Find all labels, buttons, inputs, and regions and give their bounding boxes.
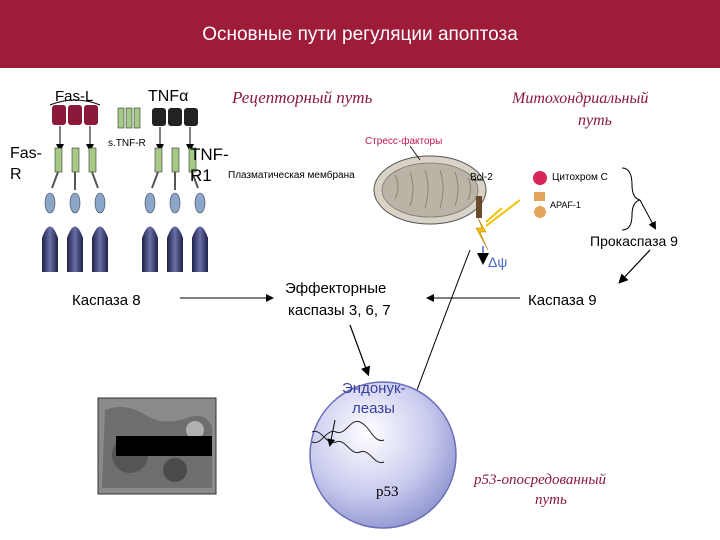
apaf1-label: APAF-1 xyxy=(550,200,581,210)
cytochrome-c-label: Цитохром С xyxy=(552,172,608,183)
endonuclease-label-line1: Эндонук- xyxy=(342,380,406,397)
cytochrome-c-dot xyxy=(533,171,547,185)
mito-path-label-line1: Митохондриальный xyxy=(512,90,648,108)
stress-factors-label: Стресс-факторы xyxy=(365,136,442,147)
procaspase9-dot xyxy=(534,206,546,218)
mitochondrion xyxy=(374,156,486,224)
p53-path-label-line2: путь xyxy=(535,492,567,509)
delta-psi-label: Δψ xyxy=(488,254,507,270)
apaf1-marker xyxy=(534,192,545,201)
caspase8-label: Каспаза 8 xyxy=(72,292,141,309)
fas-l-label: Fas-L xyxy=(55,88,93,105)
tnf-alpha-ligand xyxy=(152,108,198,126)
endonuclease-label-line2: леазы xyxy=(352,400,395,417)
fas-r-label-line2: R xyxy=(10,166,22,184)
tnf-alpha-label: TNFα xyxy=(148,88,188,106)
effector-caspases-line2: каспазы 3, 6, 7 xyxy=(288,302,391,319)
receptor-path-label: Рецепторный путь xyxy=(232,88,372,108)
fas-receptor xyxy=(42,148,108,272)
bcl2-label: Bcl-2 xyxy=(470,172,493,183)
mito-path-label-line2: путь xyxy=(578,112,612,130)
plasma-membrane-label: Плазматическая мембрана xyxy=(228,170,355,181)
p53-path-label-line1: p53-опосредованный xyxy=(474,472,606,489)
effector-caspases-line1: Эффекторные xyxy=(285,280,386,297)
bcl2-channel xyxy=(476,196,488,250)
s-tnf-r-label: s.TNF-R xyxy=(108,138,146,149)
tnf-r1-label-line1: TNF- xyxy=(190,145,229,165)
caspase9-label: Каспаза 9 xyxy=(528,292,597,309)
electron-micrograph xyxy=(98,398,216,494)
procaspase9-label: Прокаспаза 9 xyxy=(590,233,678,249)
tnf-r1-label-line2: R1 xyxy=(190,166,212,186)
soluble-tnf-receptor xyxy=(118,108,140,128)
fas-r-label-line1: Fas- xyxy=(10,145,42,163)
p53-label: p53 xyxy=(376,484,399,501)
